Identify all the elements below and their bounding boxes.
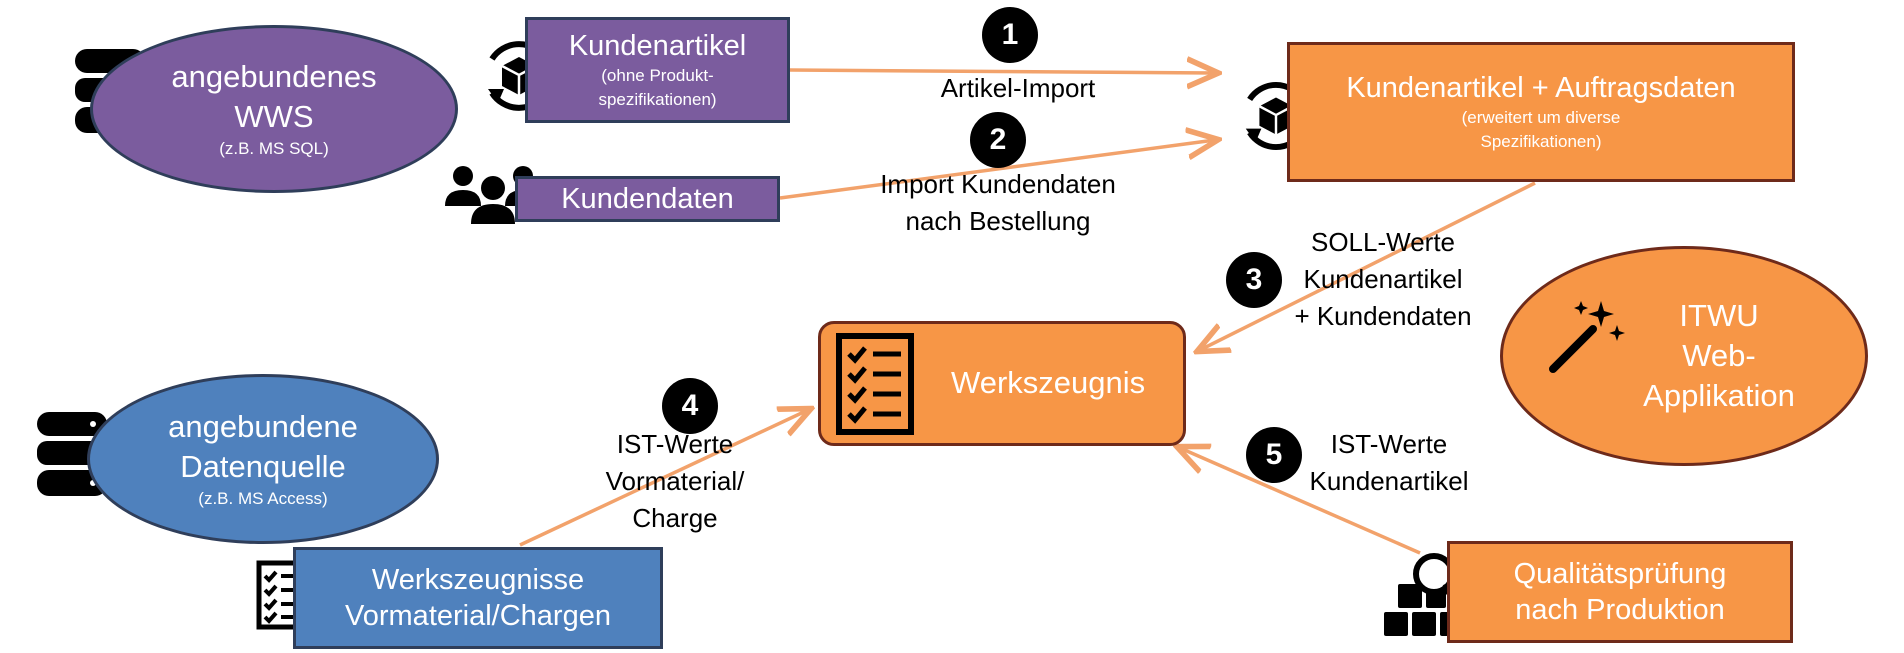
step-2-label-line1: Import Kundendaten <box>880 169 1116 199</box>
werkszeugnisse-vm-line1: Werkszeugnisse <box>371 563 585 596</box>
itwu-line2: Web- <box>1682 337 1756 373</box>
auftragsdaten-sub-line2: Spezifikationen) <box>1480 132 1602 152</box>
checklist-icon <box>836 332 914 435</box>
itwu-line3: Applikation <box>1643 378 1795 414</box>
auftragsdaten-sub-line1: (erweitert um diverse <box>1461 108 1621 128</box>
step-4-label: IST-Werte Vormaterial/ Charge <box>575 426 775 537</box>
itwu-node: ITWU Web- Applikation <box>1500 246 1868 466</box>
step-2-badge: 2 <box>970 112 1026 168</box>
wws-title-line1: angebundenes <box>171 58 377 94</box>
werkszeugnisse-vm-line2: Vormaterial/Chargen <box>345 600 611 632</box>
step-5-label: IST-Werte Kundenartikel <box>1289 426 1489 500</box>
arrow-step-2 <box>779 140 1215 200</box>
step-5-label-line2: Kundenartikel <box>1309 465 1469 496</box>
datenquelle-title-line1: angebundene <box>168 408 358 444</box>
wws-node: angebundenes WWS (z.B. MS SQL) <box>90 25 458 193</box>
step-3-label-line2: Kundenartikel <box>1303 263 1463 294</box>
step-3-label-line3: + Kundendaten <box>1294 300 1472 331</box>
step-2-label-line2: nach Bestellung <box>905 205 1091 236</box>
step-1-badge: 1 <box>982 7 1038 63</box>
wws-title-line2: WWS <box>234 99 314 135</box>
step-5-label-line1: IST-Werte <box>1330 429 1448 459</box>
step-1-label: Artikel-Import <box>918 70 1118 107</box>
step-1-label-line: Artikel-Import <box>940 73 1096 103</box>
step-4-label-line1: IST-Werte <box>616 429 734 459</box>
qualitaet-line1: Qualitätsprüfung <box>1513 557 1727 590</box>
step-4-badge: 4 <box>662 378 718 434</box>
werkszeugnisse-vormaterial-box: Werkszeugnisse Vormaterial/Chargen <box>293 547 663 649</box>
wws-subtitle: (z.B. MS SQL) <box>219 139 329 159</box>
auftragsdaten-title: Kundenartikel + Auftragsdaten <box>1346 72 1736 105</box>
kundendaten-box: Kundendaten <box>515 176 780 222</box>
werkszeugnis-title: Werkszeugnis <box>951 365 1146 401</box>
step-4-label-line3: Charge <box>632 502 718 533</box>
kundenartikel-title: Kundenartikel <box>568 30 747 63</box>
step-3-badge: 3 <box>1226 252 1282 308</box>
qualitaet-line2: nach Produktion <box>1515 594 1725 626</box>
kundendaten-title: Kundendaten <box>561 182 734 215</box>
auftragsdaten-box: Kundenartikel + Auftragsdaten (erweitert… <box>1287 42 1795 182</box>
arrow-step-4 <box>519 410 808 547</box>
kundenartikel-sub-line2: spezifikationen) <box>598 90 717 110</box>
qualitaetspruefung-box: Qualitätsprüfung nach Produktion <box>1447 541 1793 643</box>
step-3-label: SOLL-Werte Kundenartikel + Kundendaten <box>1283 224 1483 335</box>
itwu-line1: ITWU <box>1679 297 1759 333</box>
arrow-step-5 <box>1180 448 1421 555</box>
step-5-badge: 5 <box>1246 427 1302 483</box>
kundenartikel-box: Kundenartikel (ohne Produkt- spezifikati… <box>525 17 790 123</box>
arrow-step-3 <box>1200 181 1536 350</box>
magic-wand-icon <box>1549 301 1625 373</box>
step-3-label-line1: SOLL-Werte <box>1310 227 1455 257</box>
step-4-label-line2: Vormaterial/ <box>605 465 745 496</box>
werkszeugnis-box: Werkszeugnis <box>818 321 1186 446</box>
step-2-label: Import Kundendaten nach Bestellung <box>858 166 1138 240</box>
datenquelle-subtitle: (z.B. MS Access) <box>198 489 328 509</box>
arrow-step-1 <box>789 70 1215 73</box>
kundenartikel-sub-line1: (ohne Produkt- <box>601 66 714 86</box>
datenquelle-title-line2: Datenquelle <box>180 449 346 485</box>
datenquelle-node: angebundene Datenquelle (z.B. MS Access) <box>87 374 439 544</box>
